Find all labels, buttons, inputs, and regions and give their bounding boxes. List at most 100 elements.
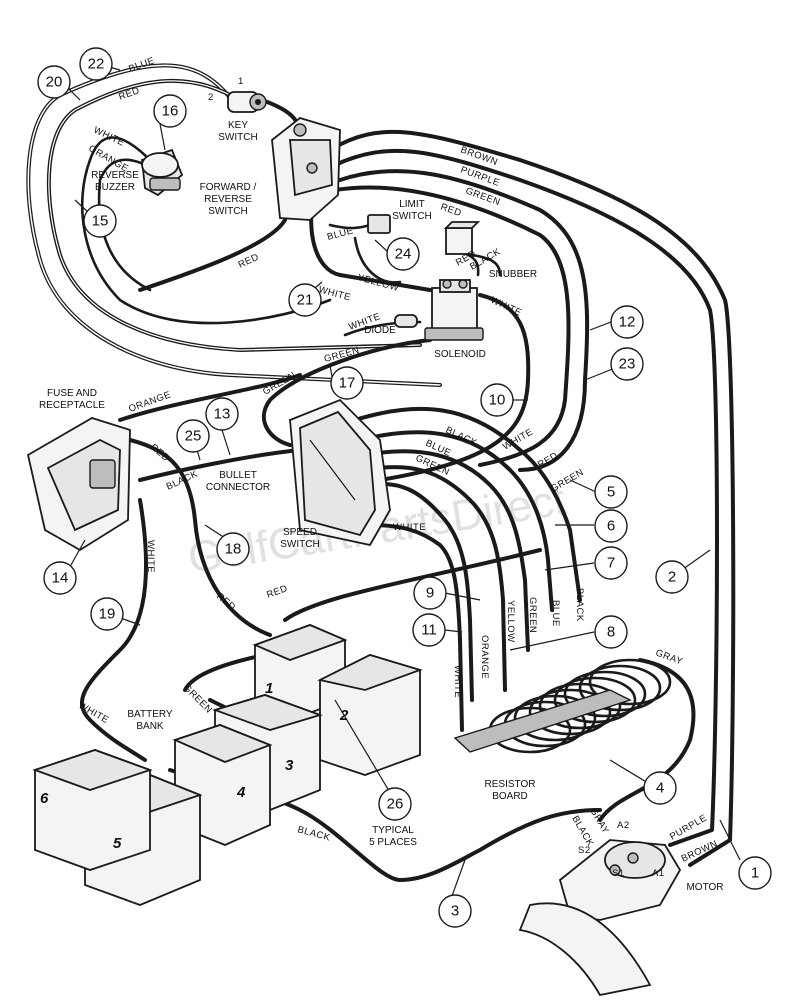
callout-25: 25	[176, 419, 210, 453]
wire-label-red-sw: RED	[536, 450, 560, 470]
wire-label-white-fuse: WHITE	[145, 540, 156, 573]
callout-16: 16	[153, 94, 187, 128]
fuse-label-1: FUSE AND	[47, 388, 97, 399]
callout-10: 10	[480, 383, 514, 417]
wire-label-yellow-rb: YELLOW	[505, 600, 516, 643]
motor	[518, 839, 682, 997]
fuse-receptacle	[26, 417, 131, 552]
callout-number: 10	[489, 392, 506, 409]
battery-number-1: 1	[265, 680, 273, 697]
resistor-board	[453, 689, 632, 753]
battery-bank-label-2: BANK	[136, 721, 164, 732]
callout-23: 23	[610, 347, 644, 381]
snubber	[443, 221, 481, 255]
callout-22: 22	[79, 47, 113, 81]
diode	[394, 314, 418, 328]
callout-26: 26	[378, 787, 412, 821]
wire-label-white-ss: WHITE	[393, 522, 426, 533]
resistor-board-label-2: BOARD	[492, 791, 528, 802]
resistor-board-label-1: RESISTOR	[485, 779, 536, 790]
callout-9: 9	[413, 576, 447, 610]
wire-label-red-top: RED	[117, 85, 141, 103]
callout-24: 24	[386, 237, 420, 271]
wire-label-blue-rb: BLUE	[550, 600, 561, 627]
wire-label-black-sw: BLACK	[444, 425, 479, 449]
wire-label-green-sw3: GREEN	[549, 467, 586, 495]
callout-number: 8	[607, 624, 615, 641]
battery-number-5: 5	[113, 835, 122, 852]
callout-number: 19	[99, 606, 116, 623]
callout-1: 1	[738, 856, 772, 890]
callout-number: 20	[46, 74, 63, 91]
wire-label-blue-limit: BLUE	[326, 225, 355, 243]
callout-number: 5	[607, 484, 615, 501]
callout-20: 20	[37, 65, 71, 99]
fwd-rev-label-3: SWITCH	[208, 206, 247, 217]
terminal-s1: S1	[612, 868, 625, 879]
wire-label-red-batt2: RED	[265, 583, 289, 601]
limit-switch	[367, 214, 391, 234]
callout-4: 4	[643, 771, 677, 805]
callout-number: 6	[607, 518, 615, 535]
fwd-rev-label-2: REVERSE	[204, 194, 252, 205]
terminal-labels: 1 2 A1 A2 S1 S2	[208, 76, 665, 879]
bullet-label-1: BULLET	[219, 470, 257, 481]
callout-number: 18	[225, 541, 242, 558]
wire-label-white-rb: WHITE	[452, 665, 463, 698]
wire-label-white-21: WHITE	[317, 284, 352, 303]
terminal-s2: S2	[578, 845, 591, 856]
diode-label: DIODE	[364, 325, 396, 336]
terminal-a2: A2	[617, 820, 630, 831]
speed-switch-label-1: SPEED	[283, 527, 317, 538]
callout-12: 12	[610, 305, 644, 339]
wire-label-red-fuse: RED	[148, 442, 172, 464]
limit-switch-label-2: SWITCH	[392, 211, 431, 222]
battery-bank	[32, 624, 423, 906]
callout-number: 2	[668, 569, 676, 586]
speed-switch-label-2: SWITCH	[280, 539, 319, 550]
wire-label-yellow-limit: YELLOW	[356, 272, 400, 294]
speed-switch	[289, 398, 391, 547]
battery-2	[317, 654, 423, 776]
callout-number: 25	[185, 428, 202, 445]
bullet-label-2: CONNECTOR	[206, 482, 270, 493]
callout-number: 1	[751, 865, 759, 882]
wire-label-green-rb: GREEN	[527, 597, 538, 633]
callout-number: 4	[656, 780, 664, 797]
callout-number: 9	[426, 585, 434, 602]
callout-number: 21	[297, 292, 314, 309]
reverse-buzzer	[141, 148, 184, 197]
solenoid	[424, 279, 484, 341]
fwd-rev-label-1: FORWARD /	[200, 182, 257, 193]
callout-number: 15	[92, 213, 109, 230]
callout-3: 3	[438, 894, 472, 928]
battery-bank-label-1: BATTERY	[127, 709, 173, 720]
callout-5: 5	[594, 475, 628, 509]
callout-number: 14	[52, 570, 69, 587]
callout-21: 21	[288, 283, 322, 317]
callout-14: 14	[43, 561, 77, 595]
callout-19: 19	[90, 597, 124, 631]
callouts: 1 2 3 4 5 6 7 8 9 10 11 12 13 14 15 16 1…	[37, 47, 772, 928]
callout-13: 13	[205, 397, 239, 431]
wire-label-orange-rb: ORANGE	[479, 635, 490, 679]
callout-number: 23	[619, 356, 636, 373]
limit-switch-label-1: LIMIT	[399, 199, 425, 210]
callout-number: 3	[451, 903, 459, 920]
callout-7: 7	[594, 546, 628, 580]
forward-reverse-switch	[271, 117, 341, 221]
callout-number: 12	[619, 314, 636, 331]
key-terminal-2: 2	[208, 92, 214, 103]
battery-number-6: 6	[40, 790, 49, 807]
callout-number: 13	[214, 406, 231, 423]
callout-6: 6	[594, 509, 628, 543]
terminal-a1: A1	[652, 868, 665, 879]
wire-label-blue-top: BLUE	[127, 55, 156, 75]
callout-2: 2	[655, 560, 689, 594]
callout-15: 15	[83, 204, 117, 238]
battery-6	[32, 749, 153, 871]
battery-number-4: 4	[236, 784, 246, 801]
motor-label: MOTOR	[686, 882, 723, 893]
wire-label-red-left: RED	[237, 252, 261, 271]
